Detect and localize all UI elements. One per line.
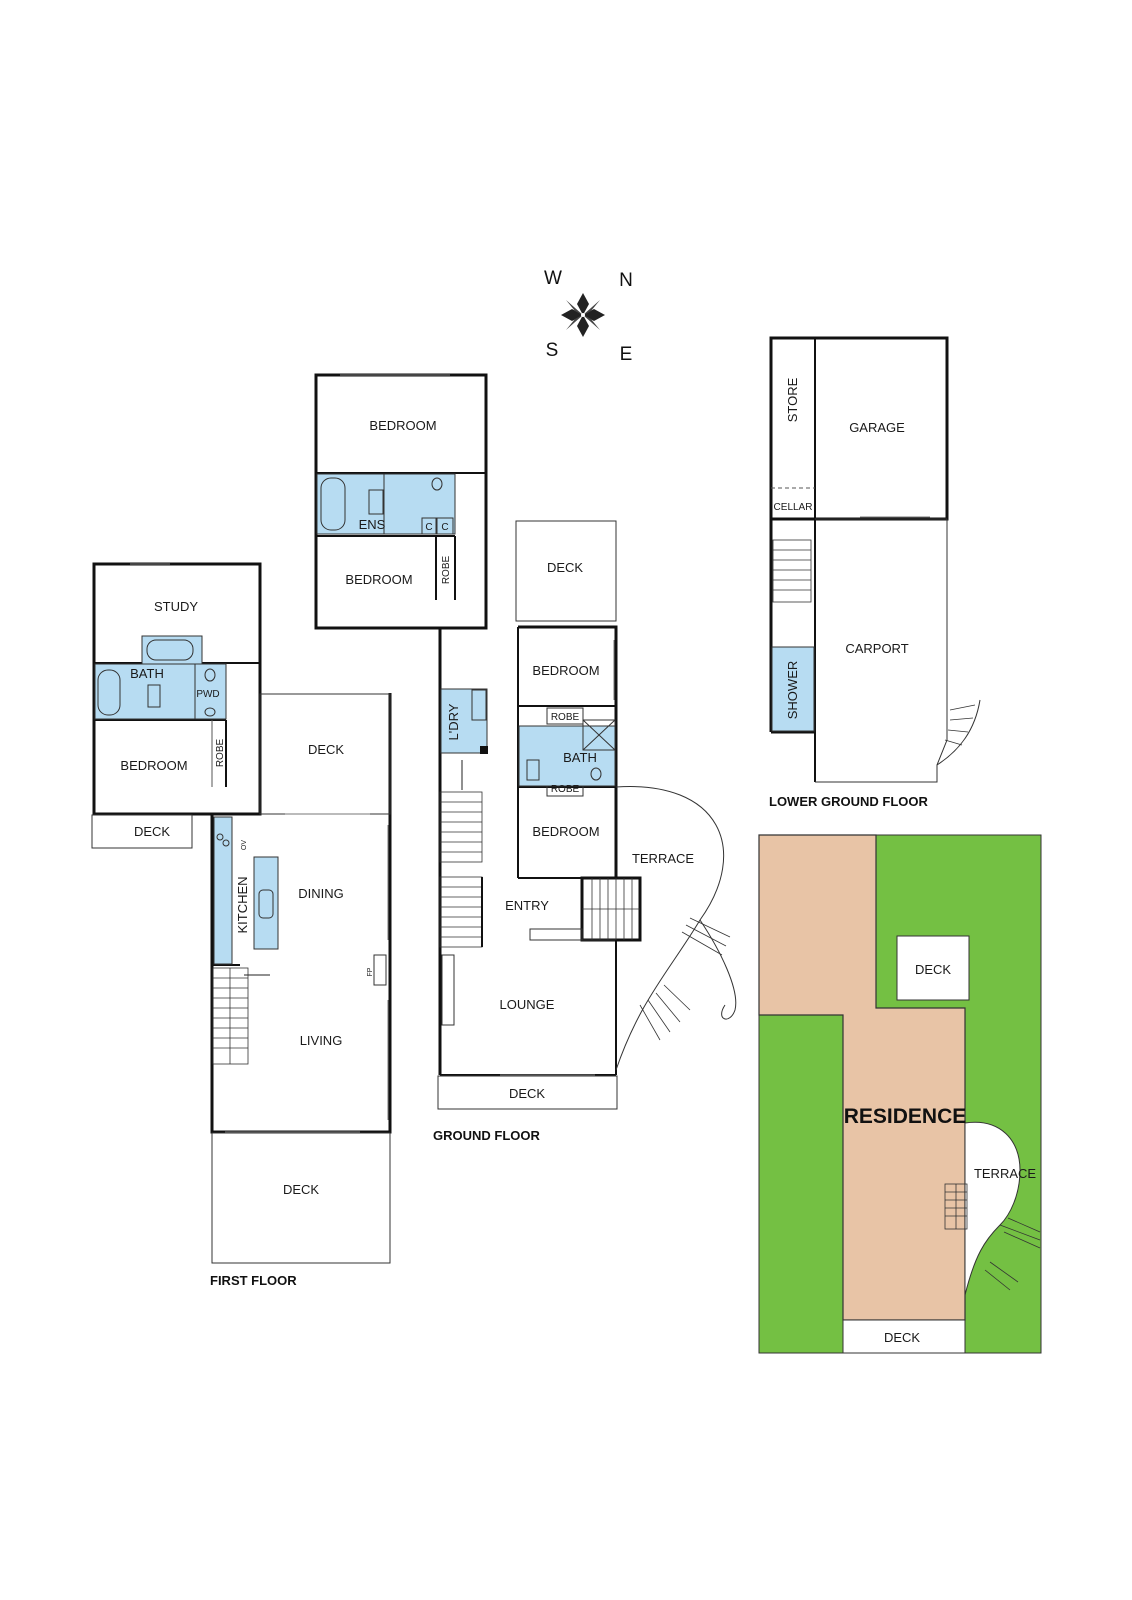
site-terrace-label: TERRACE [974, 1166, 1036, 1181]
ground-floor-c2-label: C [441, 522, 448, 533]
site-deck-top-label: DECK [915, 962, 951, 977]
first-floor-plan [91, 562, 392, 1264]
ground-floor-lounge-label: LOUNGE [500, 997, 555, 1012]
ground-floor-bedroom-4-label: BEDROOM [532, 824, 599, 839]
ground-floor-plan [314, 373, 737, 1110]
lower-ground-floor-title: LOWER GROUND FLOOR [769, 794, 928, 809]
first-floor-dining-label: DINING [298, 886, 344, 901]
ground-floor-c1-label: C [425, 522, 432, 533]
site-deck-bottom-label: DECK [884, 1330, 920, 1345]
site-residence-label: RESIDENCE [844, 1105, 967, 1128]
lower-ground-store-label: STORE [785, 377, 800, 422]
lower-ground-garage-label: GARAGE [849, 420, 905, 435]
lower-ground-shower-label: SHOWER [785, 661, 800, 720]
compass-rose-icon [561, 293, 605, 337]
first-floor-deck-bottom-label: DECK [283, 1182, 319, 1197]
ground-floor-ens-label: ENS [359, 517, 386, 532]
ground-floor-entry-label: ENTRY [505, 898, 549, 913]
first-floor-deck-side-label: DECK [308, 742, 344, 757]
compass-north-label: N [619, 270, 633, 291]
first-floor-bedroom-label: BEDROOM [120, 758, 187, 773]
first-floor-robe-label: ROBE [215, 739, 226, 768]
ground-floor-bedroom-2-label: BEDROOM [345, 572, 412, 587]
lower-ground-carport-label: CARPORT [845, 641, 908, 656]
ground-floor-bath-label: BATH [563, 750, 597, 765]
first-floor-pwd-label: PWD [196, 689, 219, 700]
first-floor-study-label: STUDY [154, 599, 198, 614]
first-floor-bath-label: BATH [130, 666, 164, 681]
first-floor-deck-small-label: DECK [134, 824, 170, 839]
first-floor-kitchen-label: KITCHEN [235, 876, 250, 933]
compass-west-label: W [544, 268, 562, 289]
ground-floor-deck-bottom-label: DECK [509, 1086, 545, 1101]
ground-floor-robe-a-label: ROBE [551, 712, 580, 723]
lower-ground-floor-plan [769, 336, 981, 783]
ground-floor-bedroom-top-label: BEDROOM [369, 418, 436, 433]
compass-east-label: E [620, 344, 633, 365]
ground-floor-deck-box-label: DECK [547, 560, 583, 575]
first-floor-title: FIRST FLOOR [210, 1273, 297, 1288]
site-plan [758, 834, 1042, 1354]
first-floor-fp-label: FP [367, 967, 374, 976]
ground-floor-terrace-label: TERRACE [632, 851, 694, 866]
first-floor-living-label: LIVING [300, 1033, 343, 1048]
ground-floor-title: GROUND FLOOR [433, 1128, 540, 1143]
first-floor-ov-label: OV [241, 840, 248, 850]
lower-ground-cellar-label: CELLAR [774, 502, 813, 513]
ground-floor-robe-b-label: ROBE [551, 784, 580, 795]
compass-south-label: S [546, 340, 559, 361]
ground-floor-ldry-label: L'DRY [446, 703, 461, 740]
ground-floor-bedroom-3-label: BEDROOM [532, 663, 599, 678]
ground-floor-robe-label: ROBE [441, 556, 452, 585]
